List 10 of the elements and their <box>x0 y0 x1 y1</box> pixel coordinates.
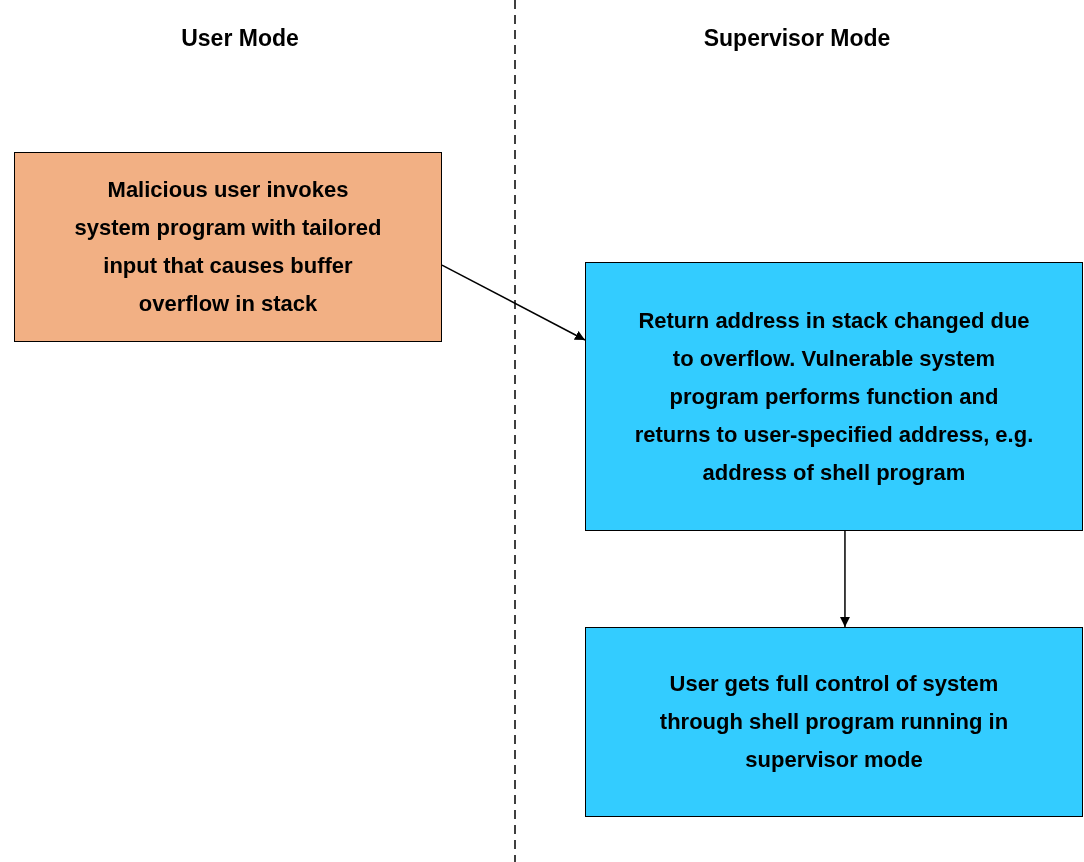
arrow <box>839 530 850 628</box>
column-heading: User Mode <box>181 25 299 52</box>
process-box <box>585 627 1083 817</box>
process-box <box>14 152 442 342</box>
box-text: Malicious user invokes system program with tailored input that causes buffer overflow in stack <box>73 176 383 318</box>
box-text: User gets full control of system through shell program running in supervisor mode <box>658 670 1010 774</box>
arrow <box>441 264 586 341</box>
column-heading: Supervisor Mode <box>703 25 891 52</box>
box-text: Return address in stack changed due to overflow. Vulnerable system program performs function and returns to user-specified address, e.g. address of shell program <box>634 306 1034 487</box>
process-box <box>585 262 1083 531</box>
